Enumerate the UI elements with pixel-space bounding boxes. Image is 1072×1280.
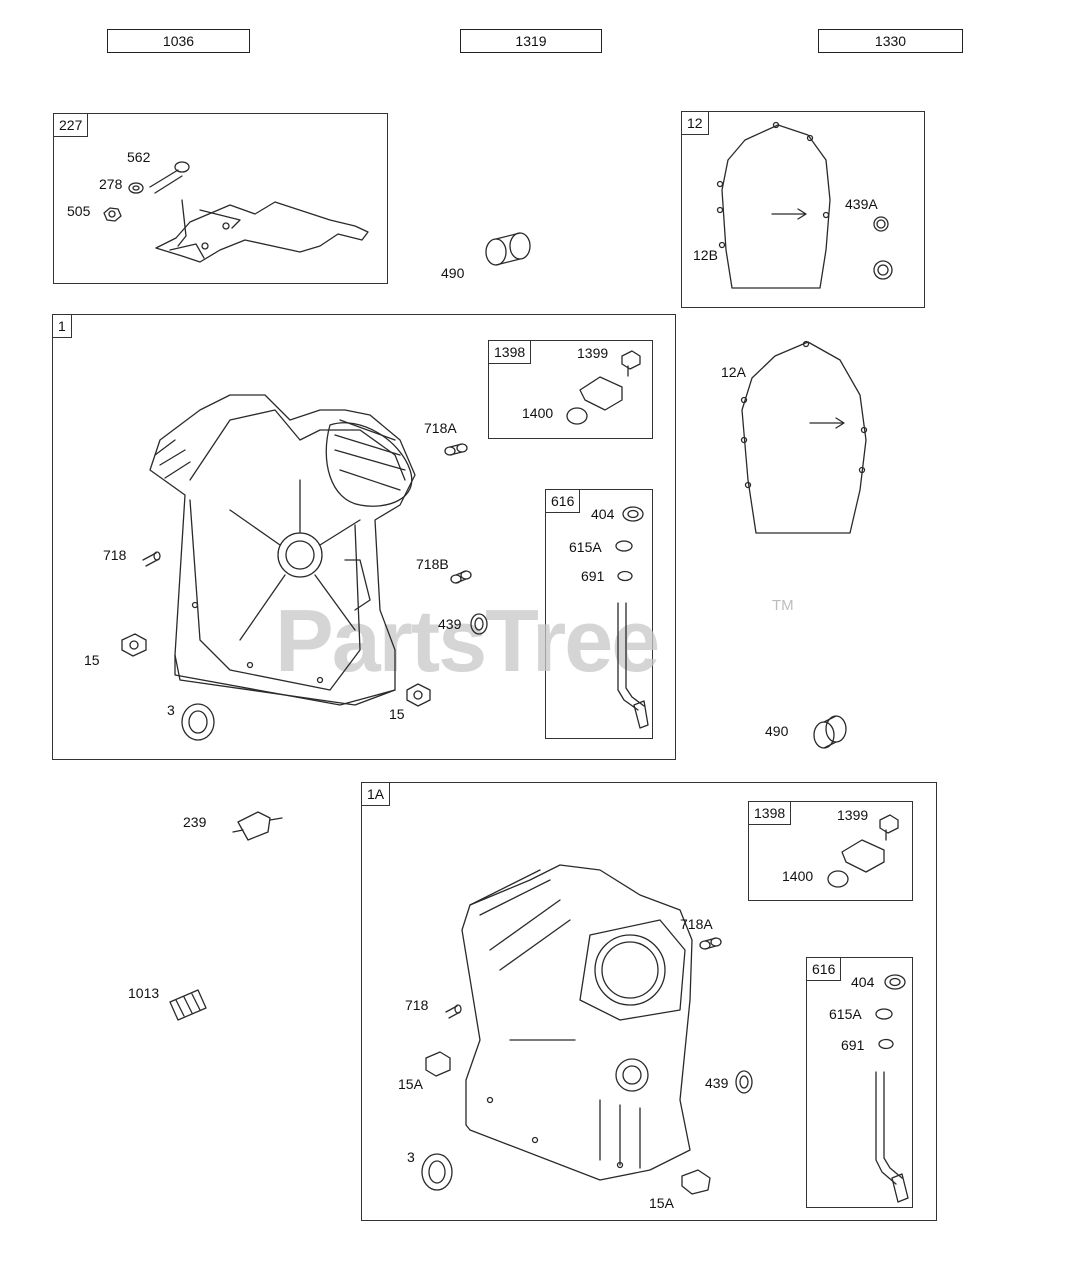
- o-ring-1400-upper[interactable]: [566, 407, 588, 425]
- label-615A-upper[interactable]: 615A: [569, 539, 602, 555]
- clamp-615A-lower[interactable]: [875, 1008, 893, 1020]
- label-439A[interactable]: 439A: [845, 196, 878, 212]
- bushing-490-upper[interactable]: [485, 232, 531, 266]
- label-239[interactable]: 239: [183, 814, 207, 830]
- group-616-frame-lower: 616: [806, 957, 913, 1208]
- group-1-frame: 1: [52, 314, 676, 760]
- label-691-upper[interactable]: 691: [581, 568, 605, 584]
- plug-15A-left[interactable]: [425, 1051, 451, 1077]
- label-490-lower[interactable]: 490: [765, 723, 789, 739]
- label-15A-left[interactable]: 15A: [398, 1076, 423, 1092]
- label-3-upper[interactable]: 3: [167, 702, 175, 718]
- group-1398-tag-lower[interactable]: 1398: [749, 802, 792, 825]
- plug-15-right[interactable]: [406, 683, 431, 707]
- group-1398-tag-upper[interactable]: 1398: [489, 341, 532, 364]
- watermark-tm: TM: [772, 597, 794, 614]
- label-1400-upper[interactable]: 1400: [522, 405, 554, 421]
- plug-15A-right[interactable]: [681, 1169, 711, 1195]
- dipstick-tube-616-upper[interactable]: [617, 602, 649, 729]
- bushing-490-lower[interactable]: [813, 715, 847, 749]
- o-ring-691-lower[interactable]: [878, 1038, 894, 1050]
- o-ring-1400-lower[interactable]: [827, 870, 849, 888]
- dowel-pin-718A-lower[interactable]: [699, 937, 722, 950]
- label-3-lower[interactable]: 3: [407, 1149, 415, 1165]
- label-15A-right[interactable]: 15A: [649, 1195, 674, 1211]
- group-12-frame: 12: [681, 111, 925, 308]
- bolt-562[interactable]: [149, 161, 190, 194]
- label-562[interactable]: 562: [127, 149, 151, 165]
- fitting-1013[interactable]: [169, 989, 207, 1021]
- governor-lever-bracket[interactable]: [155, 199, 369, 263]
- cover-plate-1398-lower[interactable]: [841, 839, 885, 873]
- plug-15-left[interactable]: [121, 633, 147, 657]
- label-404-lower[interactable]: 404: [851, 974, 875, 990]
- group-227-tag[interactable]: 227: [54, 114, 89, 137]
- ref-box-1319[interactable]: 1319: [460, 29, 602, 53]
- nut-505[interactable]: [103, 207, 122, 222]
- group-616-tag-upper[interactable]: 616: [546, 490, 581, 513]
- group-227-frame: 227: [53, 113, 388, 284]
- label-404-upper[interactable]: 404: [591, 506, 615, 522]
- label-615A-lower[interactable]: 615A: [829, 1006, 862, 1022]
- label-1013[interactable]: 1013: [128, 985, 160, 1001]
- label-1400-lower[interactable]: 1400: [782, 868, 814, 884]
- label-1399-lower[interactable]: 1399: [837, 807, 869, 823]
- group-616-frame-upper: 616: [545, 489, 653, 739]
- group-12-tag[interactable]: 12: [682, 112, 709, 135]
- group-1A-tag[interactable]: 1A: [362, 783, 391, 806]
- seal-404-lower[interactable]: [884, 974, 906, 990]
- crankcase-assembly-1A[interactable]: [461, 864, 693, 1181]
- label-15-right[interactable]: 15: [389, 706, 405, 722]
- dowel-pin-718-lower[interactable]: [445, 1004, 462, 1019]
- oil-seal-3-upper[interactable]: [181, 703, 215, 741]
- oil-seal-3-lower[interactable]: [421, 1153, 453, 1191]
- crankcase-gasket-12A[interactable]: [740, 340, 868, 534]
- label-12A[interactable]: 12A: [721, 364, 746, 380]
- clamp-615A-upper[interactable]: [615, 540, 633, 552]
- label-505[interactable]: 505: [67, 203, 91, 219]
- group-1-tag[interactable]: 1: [53, 315, 72, 338]
- label-718B[interactable]: 718B: [416, 556, 449, 572]
- group-1A-frame: 1A: [361, 782, 937, 1221]
- o-ring-439-upper[interactable]: [470, 613, 488, 635]
- washer-278[interactable]: [128, 182, 144, 194]
- screw-1399-lower[interactable]: [879, 814, 899, 841]
- label-691-lower[interactable]: 691: [841, 1037, 865, 1053]
- group-1398-frame-upper: 1398: [488, 340, 653, 439]
- dipstick-tube-616-lower[interactable]: [875, 1071, 909, 1203]
- o-ring-439A[interactable]: [873, 216, 889, 232]
- oil-pressure-switch-239[interactable]: [232, 811, 283, 841]
- o-ring-691-upper[interactable]: [617, 570, 633, 582]
- seal-ring-12[interactable]: [873, 260, 893, 280]
- label-12B[interactable]: 12B: [693, 247, 718, 263]
- seal-404-upper[interactable]: [622, 506, 644, 522]
- group-616-tag-lower[interactable]: 616: [807, 958, 842, 981]
- label-718A-upper[interactable]: 718A: [424, 420, 457, 436]
- label-718A-lower[interactable]: 718A: [680, 916, 713, 932]
- o-ring-439-lower[interactable]: [735, 1070, 753, 1094]
- dowel-pin-718-upper[interactable]: [142, 551, 161, 567]
- label-718-lower[interactable]: 718: [405, 997, 429, 1013]
- crankcase-gasket-12B[interactable]: [716, 121, 831, 289]
- label-490-upper[interactable]: 490: [441, 265, 465, 281]
- cover-plate-1398-upper[interactable]: [579, 376, 623, 411]
- dowel-pin-718A-upper[interactable]: [444, 443, 468, 456]
- label-439-lower[interactable]: 439: [705, 1075, 729, 1091]
- crankcase-assembly-1[interactable]: [149, 394, 416, 706]
- group-1398-frame-lower: 1398: [748, 801, 913, 901]
- label-718-upper[interactable]: 718: [103, 547, 127, 563]
- label-1399-upper[interactable]: 1399: [577, 345, 609, 361]
- dowel-pin-718B[interactable]: [450, 570, 472, 584]
- label-439-upper[interactable]: 439: [438, 616, 462, 632]
- label-15-left[interactable]: 15: [84, 652, 100, 668]
- screw-1399-upper[interactable]: [621, 350, 641, 377]
- ref-box-1036[interactable]: 1036: [107, 29, 250, 53]
- label-278[interactable]: 278: [99, 176, 123, 192]
- ref-box-1330[interactable]: 1330: [818, 29, 963, 53]
